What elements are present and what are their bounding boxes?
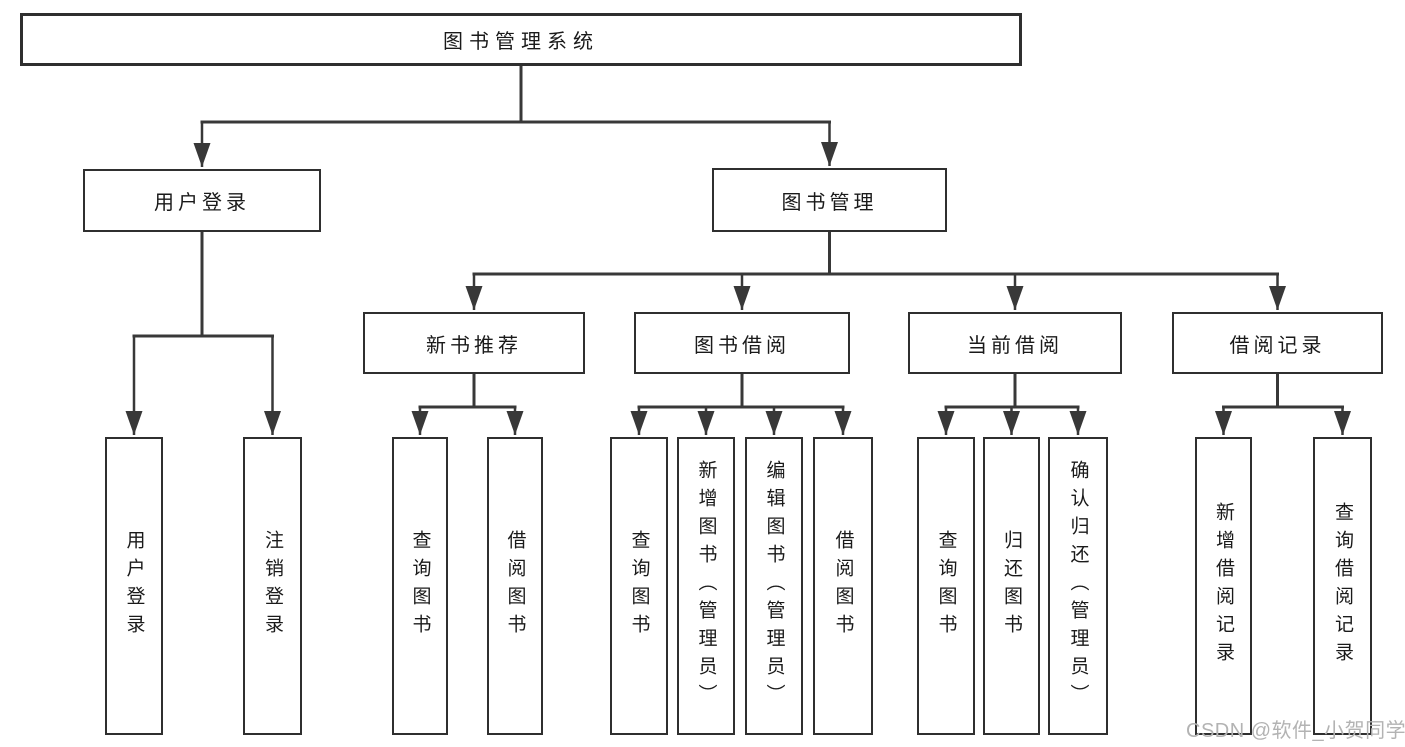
node-label: 图书管理 [781, 191, 878, 214]
leaf-query-books-current: 查询图书 [917, 437, 975, 735]
node-label: 图书借阅 [694, 334, 790, 357]
leaf-query-books-borrow: 查询图书 [610, 437, 668, 735]
leaf-edit-book-admin: 编辑图书（管理员） [745, 437, 803, 735]
node-borrowing-records: 借阅记录 [1172, 312, 1383, 374]
node-label: 查询图书 [935, 530, 957, 642]
node-book-management: 图书管理 [712, 168, 947, 232]
node-book-borrowing: 图书借阅 [634, 312, 850, 374]
leaf-add-borrow-record: 新增借阅记录 [1195, 437, 1252, 735]
node-label: 用户登录 [154, 192, 250, 214]
connector-borrow-records-branch [1215, 374, 1351, 435]
node-label: 查询图书 [409, 530, 431, 642]
node-label: 用户登录 [123, 530, 145, 642]
node-label: 借阅记录 [1229, 334, 1326, 357]
leaf-borrow-books-borrow: 借阅图书 [813, 437, 873, 735]
node-user-login: 用户登录 [83, 169, 321, 232]
leaf-return-book: 归还图书 [983, 437, 1040, 735]
node-label: 当前借阅 [967, 334, 1063, 357]
leaf-query-books-recommend: 查询图书 [392, 437, 448, 735]
node-label: 新增图书（管理员） [695, 460, 717, 712]
connector-current-borrow-branch [937, 374, 1087, 435]
node-label: 借阅图书 [504, 530, 526, 642]
node-label: 图书管理系统 [443, 31, 599, 53]
node-label: 注销登录 [262, 530, 283, 642]
connector-root-to-level2 [193, 66, 838, 167]
node-library-management-system: 图书管理系统 [20, 13, 1022, 66]
leaf-add-book-admin: 新增图书（管理员） [677, 437, 735, 735]
node-label: 查询借阅记录 [1332, 502, 1353, 670]
leaf-user-login: 用户登录 [105, 437, 163, 735]
node-label: 借阅图书 [832, 530, 854, 642]
node-label: 归还图书 [1001, 530, 1022, 642]
leaf-confirm-return-admin: 确认归还（管理员） [1048, 437, 1108, 735]
node-label: 新书推荐 [426, 334, 522, 357]
leaf-logout: 注销登录 [243, 437, 302, 735]
node-label: 查询图书 [628, 530, 650, 642]
leaf-query-borrow-record: 查询借阅记录 [1313, 437, 1372, 735]
node-label: 编辑图书（管理员） [763, 460, 785, 712]
connector-book-borrow-branch [630, 374, 852, 435]
node-current-borrowing: 当前借阅 [908, 312, 1122, 374]
leaf-borrow-books-recommend: 借阅图书 [487, 437, 543, 735]
csdn-watermark: CSDN @软件_小贺同学 [1186, 720, 1405, 742]
connector-book-management-branch [465, 232, 1286, 310]
node-new-book-recommendation: 新书推荐 [363, 312, 585, 374]
node-label: 确认归还（管理员） [1067, 460, 1089, 712]
node-label: 新增借阅记录 [1213, 502, 1234, 670]
connector-user-login-branch [125, 232, 281, 435]
connector-new-books-branch [411, 374, 524, 435]
